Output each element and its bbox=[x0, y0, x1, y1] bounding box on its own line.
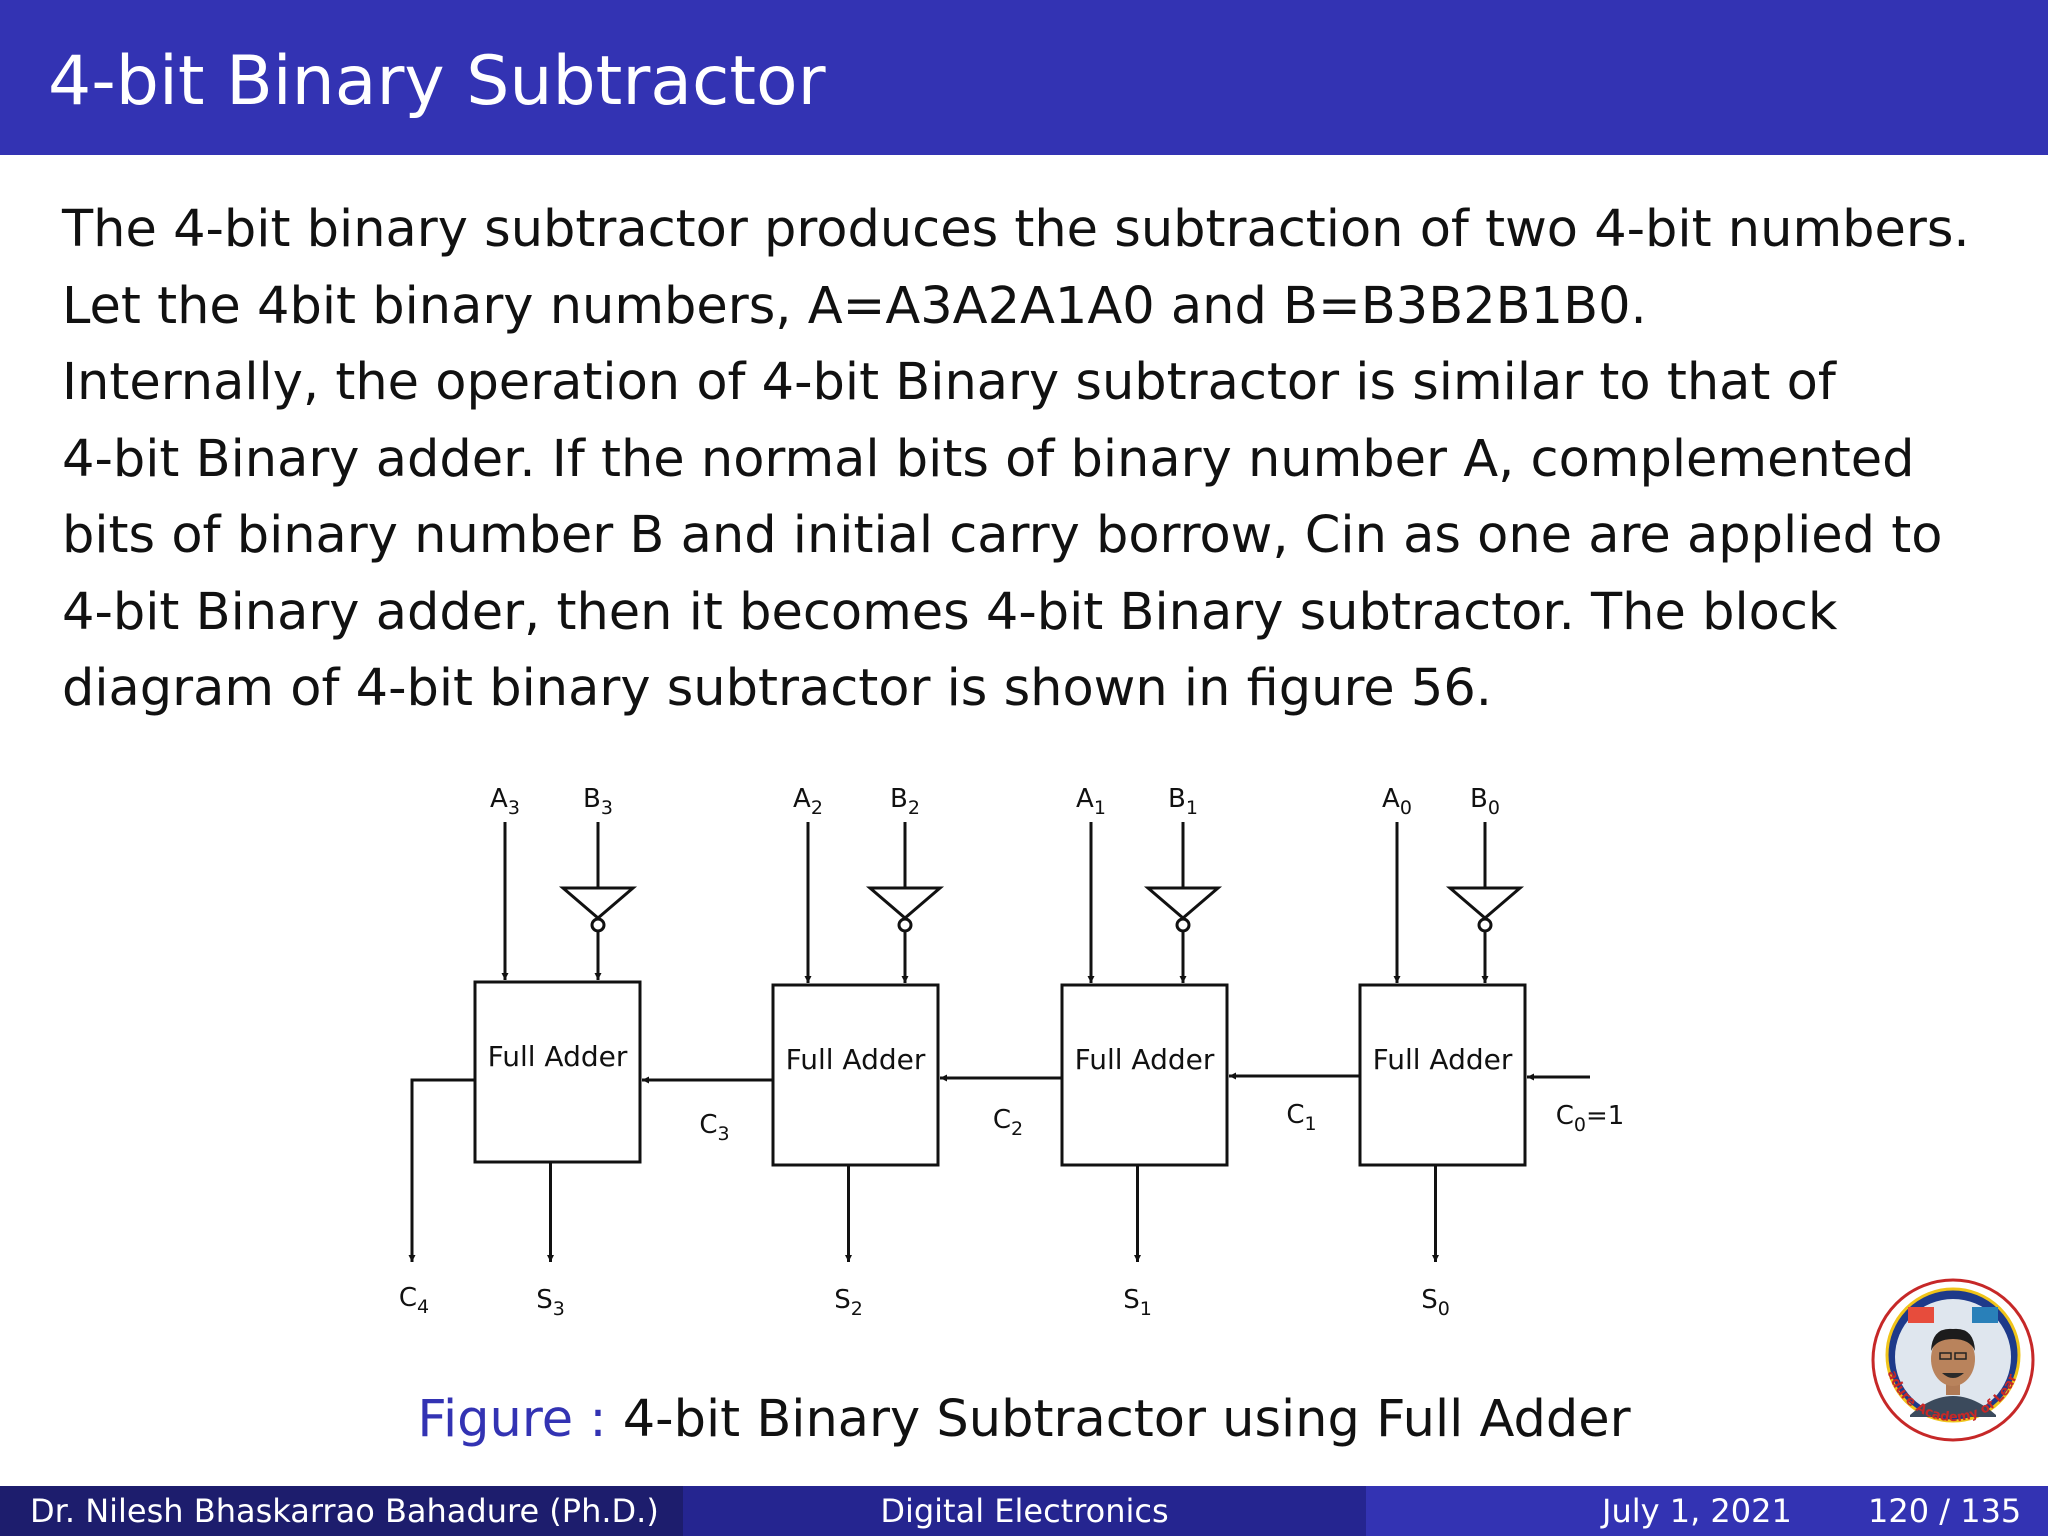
body-line: 4-bit Binary adder, then it becomes 4-bi… bbox=[62, 582, 1838, 642]
input-b-label: B3 bbox=[583, 784, 613, 819]
carry-label: C2 bbox=[993, 1105, 1023, 1140]
full-adder-label: Full Adder bbox=[786, 1043, 926, 1076]
sum-output-label: S1 bbox=[1123, 1285, 1152, 1320]
footer-author: Dr. Nilesh Bhaskarrao Bahadure (Ph.D.) bbox=[30, 1492, 659, 1530]
body-line: The 4-bit binary subtractor produces the… bbox=[62, 200, 1970, 259]
footer: Dr. Nilesh Bhaskarrao Bahadure (Ph.D.) D… bbox=[0, 1486, 2048, 1536]
title-bar: 4-bit Binary Subtractor bbox=[0, 0, 2048, 155]
carry-in-label: C0=1 bbox=[1556, 1101, 1625, 1136]
carry-out-label: C4 bbox=[399, 1283, 429, 1318]
footer-date: July 1, 2021 bbox=[1602, 1492, 1792, 1530]
inverter-bubble bbox=[1477, 917, 1493, 933]
academy-logo: Bahadure Academy of Learning bbox=[1870, 1277, 2035, 1442]
inverter-gate bbox=[558, 886, 638, 920]
full-adder-label: Full Adder bbox=[1373, 1043, 1513, 1076]
full-adder-block bbox=[771, 983, 940, 1167]
body-line: Internally, the operation of 4-bit Binar… bbox=[62, 353, 1836, 412]
full-adder-label: Full Adder bbox=[488, 1040, 628, 1073]
inverter-gate bbox=[865, 886, 945, 920]
caption-label: Figure : bbox=[417, 1390, 607, 1449]
full-adder-label: Full Adder bbox=[1075, 1043, 1215, 1076]
inverter-gate bbox=[1143, 886, 1223, 920]
full-adder-block bbox=[473, 980, 642, 1164]
input-a-label: A2 bbox=[793, 784, 823, 819]
inverter-bubble bbox=[1175, 917, 1191, 933]
input-b-label: B2 bbox=[890, 784, 920, 819]
footer-page-number: 120 / 135 bbox=[1868, 1492, 2022, 1530]
sum-output-label: S2 bbox=[834, 1285, 863, 1320]
full-adder-block bbox=[1060, 983, 1229, 1167]
slide-title: 4-bit Binary Subtractor bbox=[48, 42, 826, 121]
carry-label: C1 bbox=[1286, 1100, 1316, 1135]
carry-label: C3 bbox=[699, 1110, 729, 1145]
sum-output-label: S3 bbox=[536, 1285, 565, 1320]
figure-caption: Figure : 4-bit Binary Subtractor using F… bbox=[0, 1390, 2048, 1449]
body-line: Let the 4bit binary numbers, A=A3A2A1A0 … bbox=[62, 276, 1647, 336]
caption-text: 4-bit Binary Subtractor using Full Adder bbox=[622, 1390, 1631, 1449]
footer-course: Digital Electronics bbox=[880, 1492, 1169, 1530]
carry-out-wire bbox=[408, 1078, 475, 1262]
inverter-bubble bbox=[897, 917, 913, 933]
footer-author-cell: Dr. Nilesh Bhaskarrao Bahadure (Ph.D.) bbox=[0, 1486, 683, 1536]
input-a-label: A3 bbox=[490, 784, 520, 819]
footer-course-cell: Digital Electronics bbox=[683, 1486, 1366, 1536]
input-b-label: B0 bbox=[1470, 784, 1500, 819]
body-paragraph: The 4-bit binary subtractor produces the… bbox=[62, 192, 2012, 728]
body-line: 4-bit Binary adder. If the normal bits o… bbox=[62, 429, 1915, 489]
footer-meta-cell: July 1, 2021 120 / 135 bbox=[1366, 1486, 2048, 1536]
body-line: bits of binary number B and initial carr… bbox=[62, 506, 1943, 565]
input-b-label: B1 bbox=[1168, 784, 1198, 819]
input-a-label: A1 bbox=[1076, 784, 1106, 819]
body-line: diagram of 4-bit binary subtractor is sh… bbox=[62, 659, 1492, 718]
sum-output-label: S0 bbox=[1421, 1285, 1450, 1320]
inverter-bubble bbox=[590, 917, 606, 933]
inverter-gate bbox=[1445, 886, 1525, 920]
input-a-label: A0 bbox=[1382, 784, 1412, 819]
